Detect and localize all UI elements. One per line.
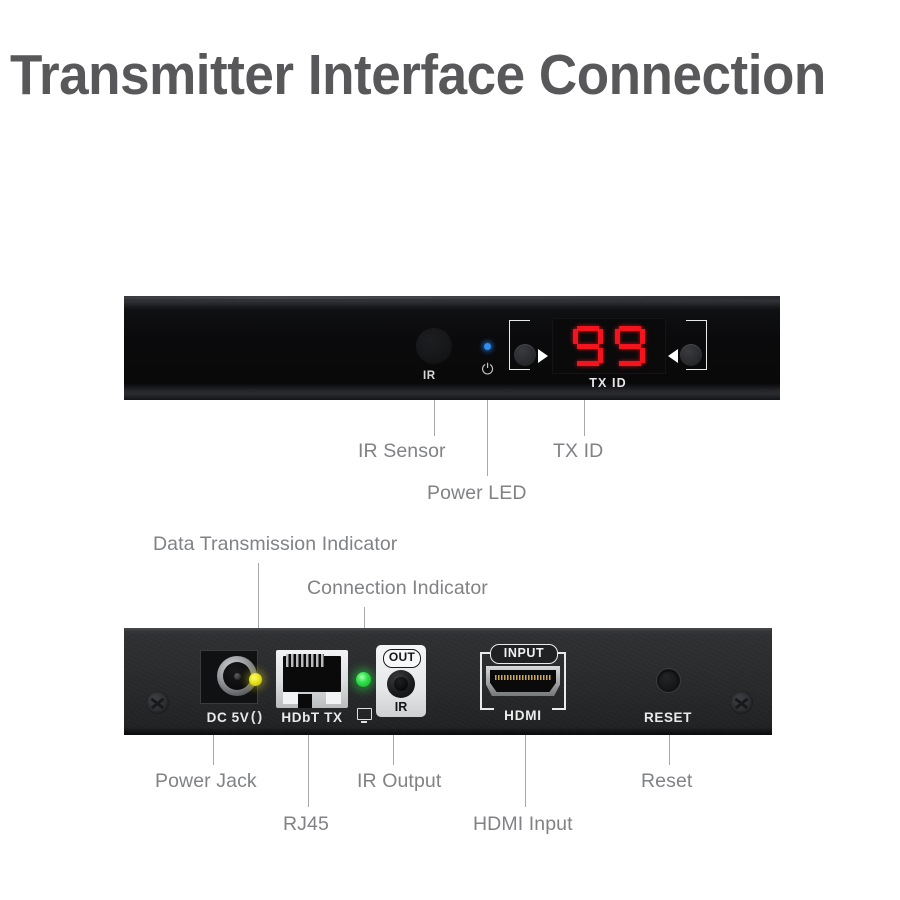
callout-ir-sensor: IR Sensor — [358, 440, 446, 462]
callout-tx-id: TX ID — [553, 440, 604, 462]
hdmi-frame-left — [480, 652, 482, 710]
hdmi-input-frame: INPUT — [480, 644, 566, 718]
tx-id-bracket-left-icon — [509, 320, 530, 370]
hdmi-port-contacts — [495, 675, 551, 680]
rj45-latch-slot — [298, 694, 312, 708]
rj45-notch-left — [283, 692, 298, 704]
hdmi-port-label: HDMI — [504, 708, 542, 723]
tx-id-seven-segment-display — [552, 318, 666, 374]
callout-hdmi-input: HDMI Input — [473, 813, 573, 835]
callout-data-transmission-indicator: Data Transmission Indicator — [153, 533, 398, 555]
reset-button[interactable] — [657, 669, 680, 692]
power-symbol-icon: ⏻ — [481, 361, 494, 378]
tx-id-caption: TX ID — [589, 376, 627, 390]
dc-power-jack-pin — [234, 673, 241, 680]
hdmi-frame-right — [564, 652, 566, 710]
ir-sensor-window — [416, 328, 452, 364]
chevron-right-icon — [538, 349, 548, 363]
data-transmission-led — [249, 673, 262, 686]
callout-reset: Reset — [641, 770, 693, 792]
front-panel-top-bevel — [124, 296, 780, 311]
ir-output-badge: OUT — [383, 649, 421, 668]
hdmi-frame-top-left — [480, 652, 491, 654]
power-led-indicator — [484, 343, 491, 350]
ir-output-jack-hole — [394, 677, 408, 691]
callout-connection-indicator: Connection Indicator — [307, 577, 488, 599]
page-title: Transmitter Interface Connection — [10, 43, 826, 107]
chassis-screw-left-icon — [146, 691, 169, 714]
connection-led — [356, 672, 371, 687]
hdmi-input-badge: INPUT — [490, 644, 558, 664]
callout-rj45: RJ45 — [283, 813, 329, 835]
leader-line-connection-indicator — [364, 607, 366, 629]
leader-line-tx-id — [584, 400, 586, 436]
chassis-screw-right-icon — [730, 691, 753, 714]
transmitter-rear-panel: DC 5V ( ) HDbT TX OUT IR INPUT HDMI — [124, 628, 772, 735]
leader-line-hdmi-input — [525, 735, 527, 807]
tx-id-prev-button[interactable] — [680, 344, 702, 366]
front-panel-top-highlight — [124, 296, 780, 299]
callout-power-jack: Power Jack — [155, 770, 257, 792]
leader-line-ir-output — [393, 735, 395, 765]
tx-id-next-button[interactable] — [514, 344, 536, 366]
rear-panel-bottom-edge — [124, 729, 772, 735]
transmitter-front-panel: IR ⏻ TX ID — [124, 296, 780, 400]
hdmi-frame-bottom-left — [480, 708, 494, 710]
dc-power-jack-label: DC 5V — [206, 710, 250, 725]
leader-line-power-jack — [213, 735, 215, 765]
hdmi-frame-bottom-right — [552, 708, 566, 710]
rj45-contact-pins — [286, 654, 324, 667]
monitor-icon — [356, 708, 372, 723]
tx-id-bracket-right-icon — [686, 320, 707, 370]
rj45-port[interactable] — [276, 650, 348, 708]
tx-id-group: TX ID — [508, 318, 708, 394]
leader-line-ir-sensor — [434, 400, 436, 436]
hdmi-port-cavity — [490, 670, 556, 692]
leader-line-data-transmission-indicator — [258, 563, 260, 629]
rj45-port-label: HDbT TX — [281, 710, 343, 725]
leader-line-power-led — [487, 400, 489, 476]
front-panel-bottom-bevel — [124, 384, 780, 400]
ir-output-label: IR — [394, 700, 408, 714]
hdmi-frame-top-right — [555, 652, 566, 654]
data-transmission-led-symbol-icon: ( ) — [250, 708, 262, 724]
hdmi-port[interactable] — [486, 666, 560, 696]
ir-sensor-label: IR — [423, 370, 436, 382]
connection-led-symbol — [352, 708, 376, 723]
reset-button-label: RESET — [643, 710, 692, 725]
tx-id-digit-1 — [573, 326, 603, 366]
tx-id-digit-2 — [615, 326, 645, 366]
chevron-left-icon — [668, 349, 678, 363]
leader-line-rj45 — [308, 735, 310, 807]
leader-line-reset — [669, 735, 671, 765]
rear-panel-top-edge — [124, 628, 772, 632]
callout-ir-output: IR Output — [357, 770, 442, 792]
rj45-notch-right — [326, 692, 341, 704]
callout-power-led: Power LED — [427, 482, 527, 504]
front-panel-face — [124, 311, 780, 384]
